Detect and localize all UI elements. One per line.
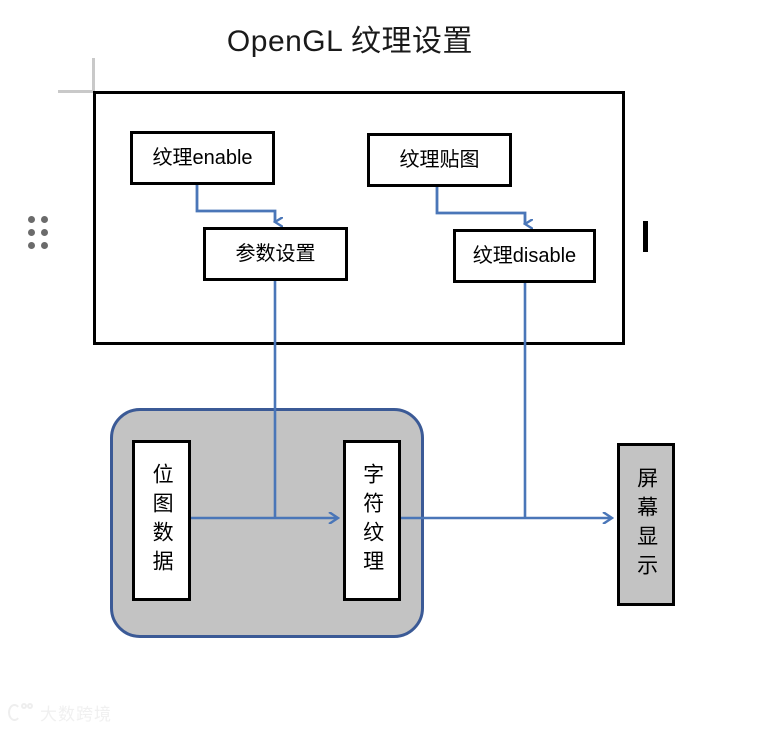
node-texture-enable[interactable]: 纹理enable [130,131,275,185]
node-character-texture[interactable]: 字符纹理 [343,440,401,601]
node-parameter-settings[interactable]: 参数设置 [203,227,348,281]
node-label: 参数设置 [235,243,316,265]
node-label: 纹理disable [472,245,577,267]
page-title: OpenGL 纹理设置 [226,25,474,58]
node-label: 纹理enable [152,147,253,169]
guide-line-horizontal [58,90,94,93]
opengl-texture-stage-frame[interactable] [93,91,625,345]
watermark-text: 大数跨境 [40,705,112,724]
node-texture-disable[interactable]: 纹理disable [453,229,596,283]
guide-line-vertical [92,58,95,92]
text-caret[interactable] [643,221,648,252]
node-label: 屏幕显示 [634,466,658,583]
handle-dot [41,216,48,223]
node-label: 字符纹理 [360,462,384,579]
handle-dot [28,229,35,236]
node-screen-display[interactable]: 屏幕显示 [617,443,675,606]
node-bitmap-data[interactable]: 位图数据 [132,440,191,601]
handle-dot [41,229,48,236]
handle-dot [41,242,48,249]
node-label: 纹理贴图 [399,149,480,171]
handle-dot [28,242,35,249]
drag-handle-dots-icon[interactable] [28,216,48,256]
node-texture-mapping[interactable]: 纹理贴图 [367,133,512,187]
node-label: 位图数据 [150,462,174,579]
brand-logo-icon [8,702,34,723]
watermark: 大数跨境 [8,700,112,725]
handle-dot [28,216,35,223]
